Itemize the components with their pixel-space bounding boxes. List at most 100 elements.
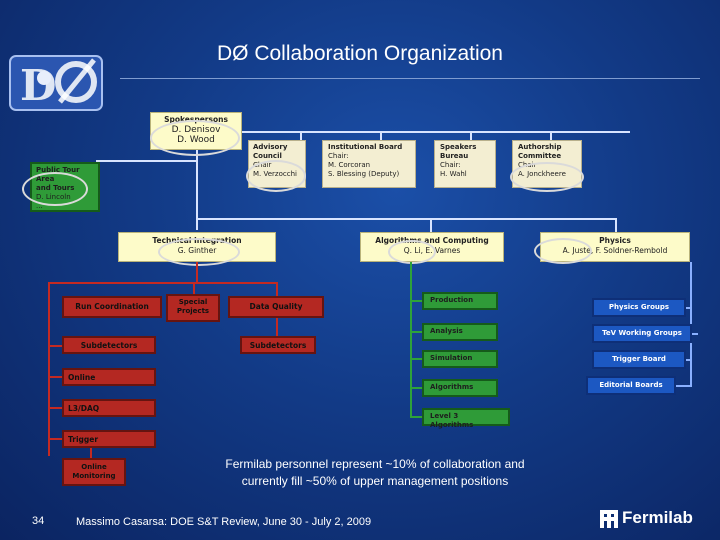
online-monitoring-line1: Online	[81, 463, 107, 471]
trigger-board-label: Trigger Board	[612, 355, 666, 363]
simulation-label: Simulation	[430, 354, 473, 362]
connector	[410, 300, 422, 302]
speakers-line2: Bureau	[440, 152, 469, 160]
speakers-title: Speakers	[440, 143, 477, 151]
connector	[48, 345, 62, 347]
fermilab-wordmark: Fermilab	[622, 508, 693, 527]
level3-algorithms-box[interactable]: Level 3 Algorithms	[422, 408, 510, 429]
connector	[676, 385, 692, 387]
special-projects-line1: Special	[178, 298, 208, 306]
connector	[276, 318, 278, 336]
physics-groups-box[interactable]: Physics Groups	[592, 298, 686, 317]
advisory-title: Advisory	[253, 143, 288, 151]
level3-algorithms-label: Level 3 Algorithms	[430, 412, 474, 429]
editorial-boards-box[interactable]: Editorial Boards	[586, 376, 676, 395]
connector	[692, 333, 698, 335]
institutional-chair: Chair:	[328, 152, 349, 160]
online-monitoring-box[interactable]: Online Monitoring	[62, 458, 126, 486]
connector	[550, 131, 552, 141]
trigger-label: Trigger	[68, 435, 99, 444]
slide-title: DØ Collaboration Organization	[217, 42, 503, 65]
connector	[48, 438, 62, 440]
highlight-ellipse	[534, 238, 592, 264]
institutional-title: Institutional Board	[328, 143, 403, 151]
data-quality-label: Data Quality	[249, 302, 303, 311]
connector	[96, 160, 196, 162]
connector	[410, 387, 422, 389]
authorship-title: Authorship	[518, 143, 562, 151]
algorithms-box[interactable]: Algorithms	[422, 379, 498, 397]
connector	[196, 150, 198, 230]
page-number: 34	[32, 515, 45, 527]
connector	[276, 282, 278, 296]
connector	[48, 407, 62, 409]
connector	[410, 262, 412, 418]
editorial-boards-label: Editorial Boards	[599, 381, 663, 389]
production-box[interactable]: Production	[422, 292, 498, 310]
speakers-bureau-box[interactable]: Speakers Bureau Chair: H. Wahl	[434, 140, 496, 188]
connector	[686, 359, 692, 361]
l3daq-box[interactable]: L3/DAQ	[62, 399, 156, 417]
svg-text:D: D	[20, 61, 56, 110]
public-tour-line4: ...	[36, 202, 43, 210]
tev-working-groups-label: TeV Working Groups	[602, 329, 682, 337]
connector	[240, 131, 630, 133]
production-label: Production	[430, 296, 474, 304]
connector	[196, 218, 616, 220]
connector	[410, 331, 422, 333]
algorithms-label: Algorithms	[430, 383, 474, 391]
fermilab-logo: Fermilab	[600, 508, 700, 530]
connector	[410, 416, 422, 418]
connector	[193, 282, 195, 294]
highlight-ellipse	[22, 172, 88, 206]
run-coordination-label: Run Coordination	[75, 302, 149, 311]
online-label: Online	[68, 373, 96, 382]
analysis-box[interactable]: Analysis	[422, 323, 498, 341]
special-projects-line2: Projects	[176, 307, 210, 315]
run-coordination-box[interactable]: Run Coordination	[62, 296, 162, 318]
highlight-ellipse	[150, 120, 240, 156]
highlight-ellipse	[246, 160, 306, 192]
speakers-name: H. Wahl	[440, 170, 467, 178]
connector	[300, 131, 302, 141]
connector	[48, 376, 62, 378]
subdetectors-left-label: Subdetectors	[80, 341, 138, 350]
physics-name: A. Juste, F. Soldner-Rembold	[562, 246, 668, 255]
analysis-label: Analysis	[430, 327, 463, 335]
data-quality-box[interactable]: Data Quality	[228, 296, 324, 318]
simulation-box[interactable]: Simulation	[422, 350, 498, 368]
tev-working-groups-box[interactable]: TeV Working Groups	[592, 324, 692, 343]
advisory-line2: Council	[253, 152, 282, 160]
connector	[686, 307, 692, 309]
trigger-box[interactable]: Trigger	[62, 430, 156, 448]
footer-text: Massimo Casarsa: DOE S&T Review, June 30…	[76, 516, 372, 528]
connector	[410, 358, 422, 360]
highlight-ellipse	[158, 238, 240, 266]
connector	[48, 282, 50, 456]
online-monitoring-line2: Monitoring	[72, 472, 116, 480]
algorithms-computing-title: Algorithms and Computing	[375, 236, 489, 245]
online-box[interactable]: Online	[62, 368, 156, 386]
connector	[470, 131, 472, 141]
note-line-2: currently fill ~50% of upper management …	[241, 474, 509, 488]
subdetectors-mid-box[interactable]: Subdetectors	[240, 336, 316, 354]
authorship-line2: Committee	[518, 152, 562, 160]
l3daq-label: L3/DAQ	[68, 404, 100, 413]
connector	[48, 282, 278, 284]
institutional-board-box[interactable]: Institutional Board Chair: M. Corcoran S…	[322, 140, 416, 188]
connector	[615, 218, 617, 232]
physics-title: Physics	[599, 236, 631, 245]
physics-groups-label: Physics Groups	[608, 303, 670, 311]
special-projects-box[interactable]: Special Projects	[166, 294, 220, 322]
speakers-chair: Chair:	[440, 161, 461, 169]
title-rule	[120, 78, 700, 79]
d0-logo: D	[9, 55, 103, 111]
highlight-ellipse	[510, 162, 584, 192]
trigger-board-box[interactable]: Trigger Board	[592, 350, 686, 369]
subdetectors-left-box[interactable]: Subdetectors	[62, 336, 156, 354]
note-line-1: Fermilab personnel represent ~10% of col…	[225, 457, 525, 471]
highlight-ellipse	[388, 240, 436, 264]
institutional-name: M. Corcoran	[328, 161, 371, 169]
connector	[380, 131, 382, 141]
